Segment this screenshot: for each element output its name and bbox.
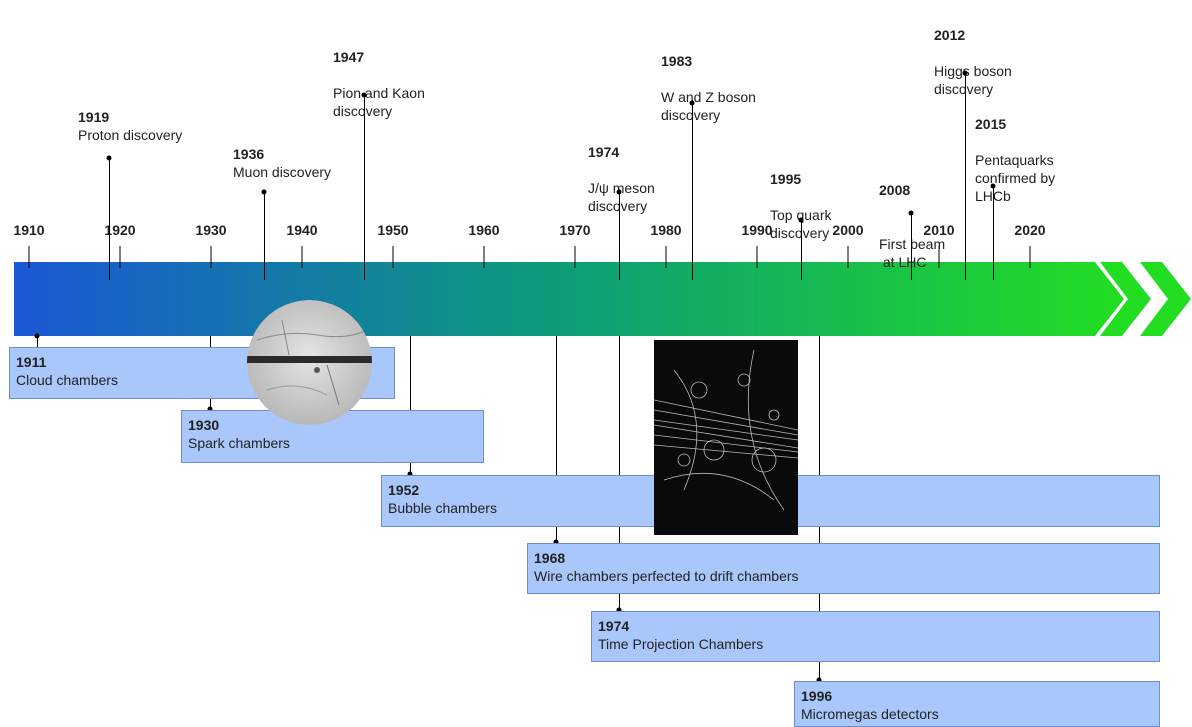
year-label-1950: 1950 — [377, 222, 409, 238]
connector-dot — [616, 189, 622, 195]
detector-connector — [619, 336, 620, 610]
year-label-1910: 1910 — [13, 222, 45, 238]
connector-dot — [106, 155, 112, 161]
discovery-1936: 1936 Muon discovery — [233, 146, 332, 180]
discovery-1947: 1947 Pion and Kaon discovery — [333, 49, 425, 119]
connector-line — [965, 73, 966, 280]
connector-line — [619, 192, 620, 280]
connector-dot — [207, 406, 213, 412]
connector-dot — [616, 607, 622, 613]
year-label-2020: 2020 — [1014, 222, 1046, 238]
discovery-1974: 1974 J/ψ meson discovery — [588, 144, 655, 214]
discovery-1995: 1995 Top quark discovery — [770, 171, 832, 241]
discovery-2012: 2012 Higgs boson discovery — [934, 27, 1012, 97]
connector-dot — [361, 92, 367, 98]
connector-line — [109, 158, 110, 280]
discovery-1919: 1919 Proton discovery — [78, 109, 183, 143]
detector-wire-chambers: 1968 Wire chambers perfected to drift ch… — [527, 543, 1160, 594]
detector-micromegas: 1996 Micromegas detectors — [794, 681, 1160, 727]
year-label-1990: 1990 — [741, 222, 773, 238]
connector-line — [993, 186, 994, 280]
discovery-2008: 2008 First beam at LHC — [879, 182, 946, 270]
year-label-2000: 2000 — [832, 222, 864, 238]
bubble-chamber-photo — [653, 340, 799, 535]
timeline-bar — [14, 262, 1124, 336]
detector-connector — [37, 336, 38, 348]
year-label-1930: 1930 — [195, 222, 227, 238]
detector-connector — [556, 336, 557, 542]
cloud-chamber-photo — [247, 300, 372, 425]
connector-dot — [798, 217, 804, 223]
detector-connector — [410, 336, 411, 474]
timeline-chevron — [1100, 262, 1151, 336]
connector-line — [801, 220, 802, 280]
connector-dot — [34, 333, 40, 339]
detector-time-projection-chambers: 1974 Time Projection Chambers — [591, 611, 1160, 662]
year-label-1940: 1940 — [286, 222, 318, 238]
connector-dot — [990, 183, 996, 189]
connector-line — [911, 213, 912, 280]
year-label-1960: 1960 — [468, 222, 500, 238]
timeline-chevron — [1140, 262, 1191, 336]
connector-dot — [908, 210, 914, 216]
year-label-1970: 1970 — [559, 222, 591, 238]
year-label-2010: 2010 — [923, 222, 955, 238]
year-label-1920: 1920 — [104, 222, 136, 238]
connector-dot — [261, 189, 267, 195]
connector-dot — [553, 539, 559, 545]
connector-dot — [407, 471, 413, 477]
connector-dot — [689, 100, 695, 106]
connector-line — [364, 95, 365, 280]
year-ticks — [28, 246, 1031, 268]
year-label-1980: 1980 — [650, 222, 682, 238]
connector-dot — [816, 677, 822, 683]
connector-line — [692, 103, 693, 280]
discovery-1983: 1983 W and Z boson discovery — [661, 53, 756, 123]
connector-dot — [962, 70, 968, 76]
connector-line — [264, 192, 265, 280]
discovery-2015: 2015 Pentaquarks confirmed by LHCb — [975, 116, 1056, 204]
